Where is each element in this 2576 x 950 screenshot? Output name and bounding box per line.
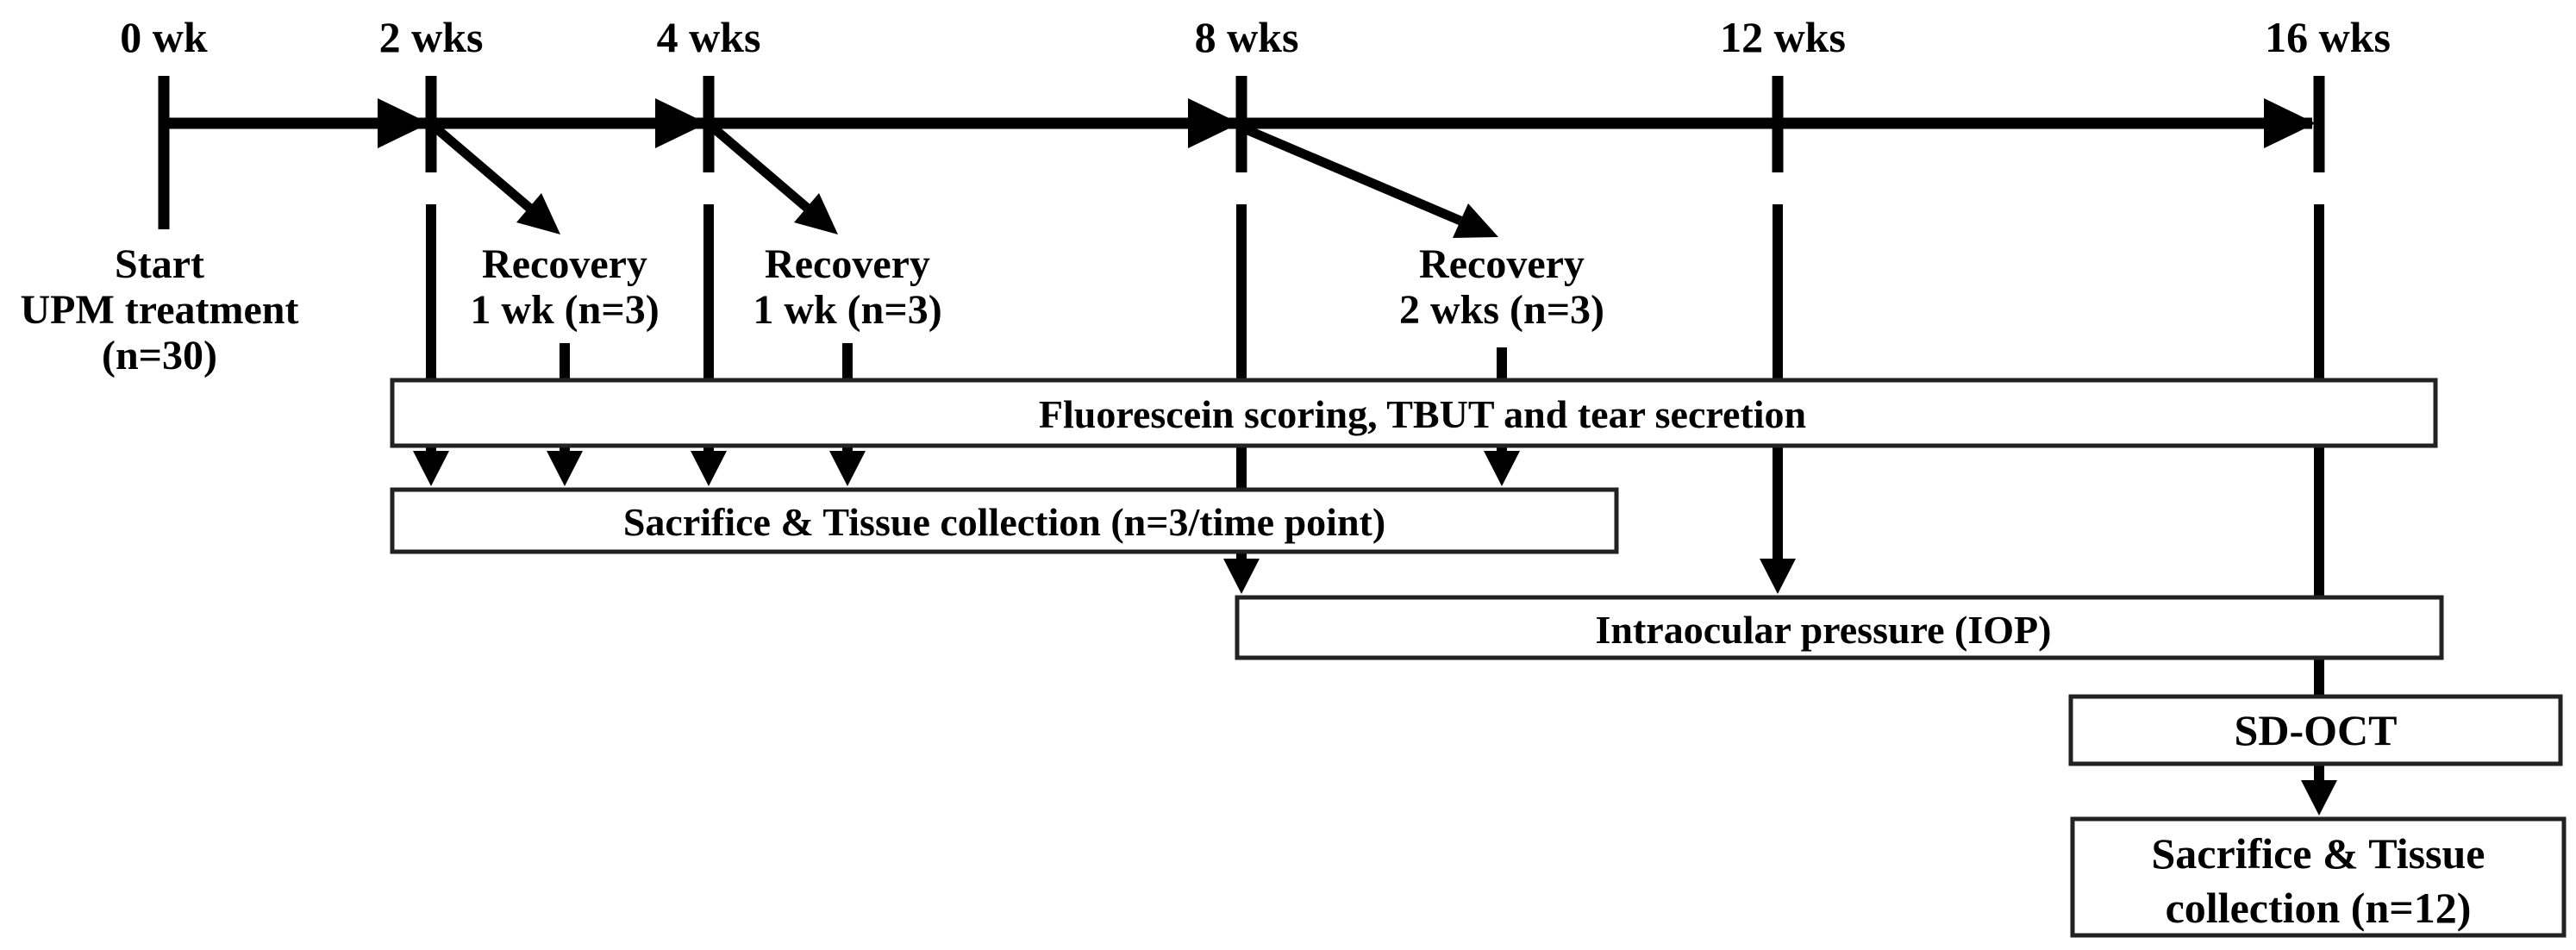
arrow-recovery2-to-sacrifice-head <box>829 451 866 486</box>
sacrifice-final-box-rect <box>2070 816 2567 938</box>
iop-box-rect <box>1235 595 2444 660</box>
sd-oct-box-label: SD-OCT <box>2235 706 2398 754</box>
arrow-2wks-to-sacrifice-head <box>413 451 449 486</box>
sacrifice-timepoints-box-rect <box>390 487 1619 554</box>
timepoint-label-0wk: 0 wk <box>120 13 208 61</box>
sacrifice-final-box-label-line2: collection (n=12) <box>2166 884 2472 932</box>
arrow-sdoct-to-final-head <box>2301 780 2337 816</box>
fluorescein-box-rect <box>390 378 2438 448</box>
recovery3-label-line1: Recovery <box>1419 241 1585 287</box>
recovery-arrow-4wks-head <box>794 193 838 234</box>
arrow-8wks-to-iop-head <box>1223 559 1260 594</box>
timepoint-label-2wks: 2 wks <box>379 13 484 61</box>
recovery1-label-line2: 1 wk (n=3) <box>470 287 659 333</box>
recovery1-label-line1: Recovery <box>482 241 647 287</box>
sacrifice-timepoints-box-label: Sacrifice & Tissue collection (n=3/time … <box>623 500 1385 544</box>
iop-box-label: Intraocular pressure (IOP) <box>1596 608 2052 652</box>
recovery-diagonal-arrows <box>432 123 1498 238</box>
axis-arrowhead-8wks <box>1188 98 1240 148</box>
timepoint-label-4wks: 4 wks <box>657 13 761 61</box>
timepoint-label-12wks: 12 wks <box>1720 13 1846 61</box>
box-fluorescein: Fluorescein scoring, TBUT and tear secre… <box>390 378 2438 448</box>
recovery2-label-line1: Recovery <box>765 241 930 287</box>
start-label-line2: UPM treatment <box>21 287 299 333</box>
box-sacrifice-timepoints: Sacrifice & Tissue collection (n=3/time … <box>390 487 1619 554</box>
arrow-12wks-to-iop-head <box>1760 559 1796 594</box>
start-label-line3: (n=30) <box>102 333 217 378</box>
recovery-arrow-8wks-head <box>1453 203 1498 238</box>
box-sacrifice-final: Sacrifice & Tissue collection (n=12) <box>2070 816 2567 938</box>
start-label-line1: Start <box>115 241 204 287</box>
recovery-arrow-8wks-shaft <box>1243 124 1463 226</box>
column-connectors <box>413 204 2337 816</box>
axis-arrowhead-4wks <box>655 98 707 148</box>
recovery2-label-line2: 1 wk (n=3) <box>753 287 941 333</box>
recovery-arrow-2wks-shaft <box>432 123 533 212</box>
arrow-recovery1-to-sacrifice-head <box>547 451 583 486</box>
timepoint-label-16wks: 16 wks <box>2265 13 2391 61</box>
sacrifice-final-box-label-line1: Sacrifice & Tissue <box>2151 829 2485 878</box>
start-treatment-label: Start UPM treatment (n=30) <box>21 241 299 378</box>
box-sd-oct: SD-OCT <box>2068 694 2563 766</box>
recovery-labels: Recovery 1 wk (n=3) Recovery 1 wk (n=3) … <box>470 241 1604 333</box>
arrow-recovery3-to-sacrifice-head <box>1484 451 1520 486</box>
main-timeline: 0 wk 2 wks 4 wks 8 wks 12 wks 16 wks <box>120 13 2391 229</box>
recovery3-label-line2: 2 wks (n=3) <box>1399 287 1604 333</box>
axis-arrowhead-16wks <box>2264 98 2316 148</box>
axis-arrowhead-2wks <box>378 98 429 148</box>
timepoint-label-8wks: 8 wks <box>1195 13 1299 61</box>
recovery-arrow-4wks-shaft <box>710 123 810 212</box>
recovery-arrow-2wks-head <box>516 193 560 234</box>
sd-oct-box-rect <box>2068 694 2563 766</box>
box-iop: Intraocular pressure (IOP) <box>1235 595 2444 660</box>
arrow-4wks-to-sacrifice-head <box>691 451 727 486</box>
fluorescein-box-label: Fluorescein scoring, TBUT and tear secre… <box>1039 392 1806 436</box>
